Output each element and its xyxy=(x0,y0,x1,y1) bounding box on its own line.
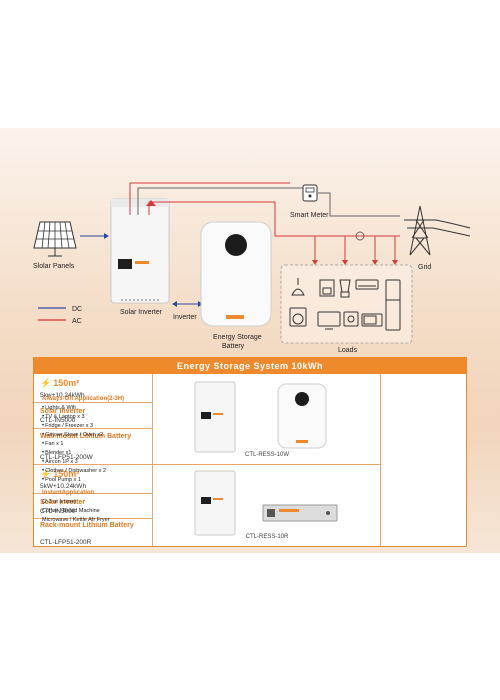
list-item: •Aircon 1P x 3 xyxy=(42,459,78,465)
list-item: •TV & Laptop x 3 xyxy=(42,414,85,420)
legend-dc-label: DC xyxy=(72,306,82,313)
energy-storage-battery-device xyxy=(200,221,272,327)
system2-rack-battery-image xyxy=(262,504,338,522)
system2-inverter-title: Solar Inverter xyxy=(40,499,86,506)
ac-to-loads xyxy=(314,236,396,260)
system-spec-table: Energy Storage System 10kWh ⚡150m² 5kw+1… xyxy=(33,357,467,547)
system2-product-image: CTL-RESS-10R xyxy=(153,465,380,547)
battery-logo xyxy=(226,315,244,319)
system2-caption: CTL-RESS-10R xyxy=(245,534,289,540)
list-item: •Clothes / Dishwasher x 2 xyxy=(42,468,106,474)
system1-spec: 5kw+10.24kWh xyxy=(40,392,85,399)
dc-arrow-head xyxy=(104,233,109,239)
solar-panel-icon xyxy=(33,221,77,257)
aircon-icon xyxy=(355,279,379,290)
system2-inverter-image xyxy=(194,470,236,536)
system1-inverter-title: Solar Inverter xyxy=(40,408,86,415)
grid-tower-icon xyxy=(404,205,471,256)
list-item: •Lights & Wifi xyxy=(42,405,76,411)
system2-capacity: ⚡150m² xyxy=(40,469,80,479)
system2-spec: 5kW+10.24kWh xyxy=(40,483,87,490)
list-item: •Blender x1 xyxy=(42,450,72,456)
legend-ac-label: AC xyxy=(72,318,82,325)
list-item: •Fan x 1 xyxy=(42,441,64,447)
system1-product-image: CTL-RESS-10W xyxy=(153,374,380,464)
system1-battery-model: CTL-LFP51-200W xyxy=(40,454,93,461)
list-item: •Pool Pump x 1 xyxy=(42,477,81,483)
list-item: •Geyser,Stove / Oven x2 xyxy=(42,432,104,438)
stove-icon xyxy=(343,311,359,327)
lightning-icon: ⚡ xyxy=(40,378,52,388)
solar-inverter-device xyxy=(110,198,170,304)
system2-battery-title: Rack-mount Lithium Battery xyxy=(40,522,134,529)
fridge-icon xyxy=(385,279,401,331)
list-item: •Fridge / Freezer x 3 xyxy=(42,423,94,429)
system1-capacity: ⚡150m² xyxy=(40,378,80,388)
washing-machine-icon xyxy=(289,307,307,327)
inverter-logo xyxy=(135,261,149,264)
instant-line: Coffee / Bread Machine xyxy=(42,508,100,514)
system2-inverter-model: CTL-IN5000 xyxy=(40,508,76,515)
ac-wiring xyxy=(129,182,400,237)
system1-caption: CTL-RESS-10W xyxy=(244,452,289,458)
instant-line: (2-3 at a time) xyxy=(42,499,77,505)
grid-label: Grid xyxy=(418,264,431,271)
inverter-screen xyxy=(118,259,132,269)
tv-icon xyxy=(317,311,341,330)
system1-battery-title: Wall-mount Lithium Battery xyxy=(40,433,132,440)
blender-icon xyxy=(339,279,351,298)
system2-battery-model: CTL-LFP51-200R xyxy=(40,539,92,546)
system-diagram: Slolar Panels Solar Inverter Inverter En… xyxy=(33,182,471,354)
smart-meter-icon xyxy=(302,184,318,202)
system1-inverter-model: CTL-IN5000 xyxy=(40,417,76,424)
instant-line: Microwave / Kettle Afr Fryer xyxy=(42,517,110,523)
instant-title: InstantApplication xyxy=(42,490,95,496)
inverter-label: Inverter xyxy=(173,314,197,321)
battery-display-icon xyxy=(225,234,247,256)
battery-label: Battery xyxy=(222,343,245,350)
solar-inverter-label: Solar Inverter xyxy=(120,309,163,316)
smart-meter-label: Smart Meter xyxy=(290,212,329,219)
lamp-icon xyxy=(291,278,305,296)
table-header: Energy Storage System 10kWh xyxy=(34,358,466,374)
microwave-icon xyxy=(361,313,383,327)
loads-label: Loads xyxy=(338,347,358,354)
coffee-machine-icon xyxy=(319,279,335,297)
system1-battery-image xyxy=(277,383,327,449)
solar-panels-label: Slolar Panels xyxy=(33,263,75,270)
always-on-title: Always-On Application(2-3H) xyxy=(42,396,125,402)
loads-box xyxy=(280,264,413,344)
system1-inverter-image xyxy=(194,381,236,453)
lightning-icon: ⚡ xyxy=(40,469,52,479)
energy-storage-label: Energy Storage xyxy=(213,334,262,341)
